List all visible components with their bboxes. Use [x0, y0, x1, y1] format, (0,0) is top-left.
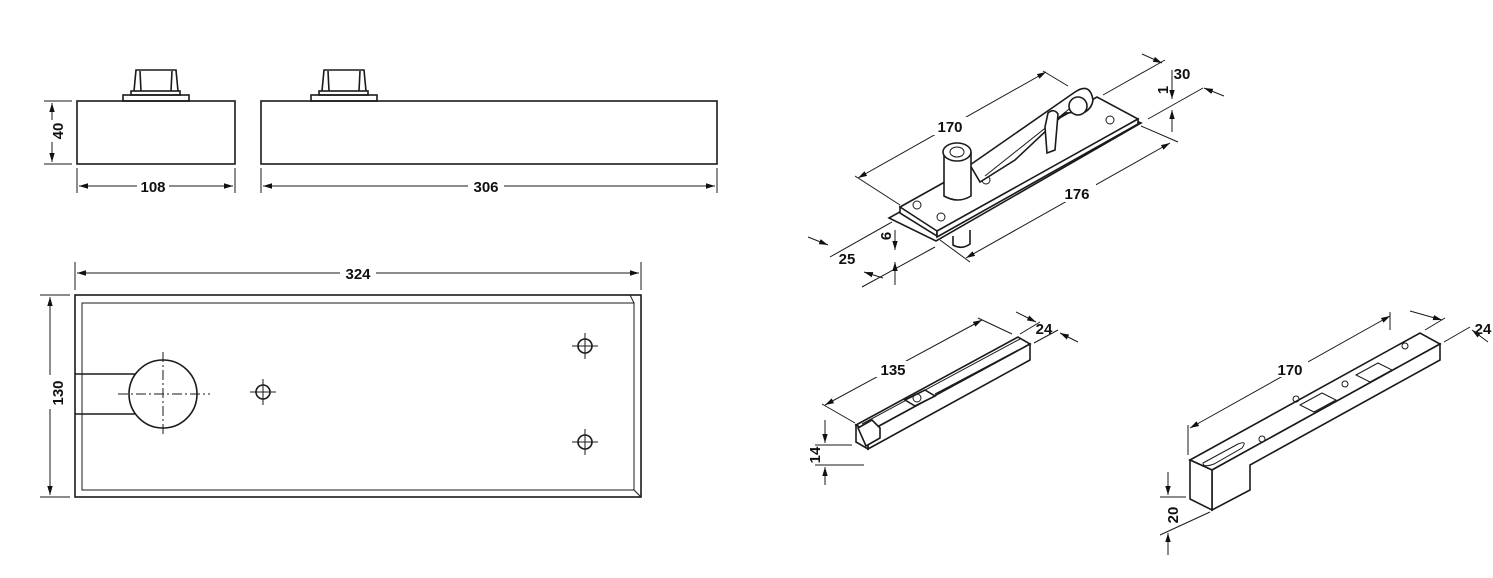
dim-bottom-pivot-height: 20	[1165, 507, 1182, 524]
mounting-hole	[250, 379, 276, 405]
dim-rail-width: 24	[1036, 321, 1053, 338]
dim-rail-length: 135	[880, 362, 905, 379]
plan-view: 324 130	[40, 262, 642, 498]
dim-plan-width: 130	[50, 380, 67, 405]
dim-side-long-length: 306	[473, 179, 498, 196]
dim-top-pivot-plate-length: 176	[1064, 186, 1089, 203]
mounting-hole	[572, 429, 598, 455]
dim-side-height: 40	[50, 123, 67, 140]
dim-top-pivot-width: 30	[1174, 66, 1191, 83]
dim-bottom-pivot-width: 24	[1475, 321, 1492, 338]
dim-top-pivot-thickness: 6	[878, 232, 895, 240]
dim-top-pivot-plate-width: 25	[839, 251, 856, 268]
mounting-hole	[572, 333, 598, 359]
bottom-pivot-isometric: 170 24 20	[1159, 310, 1492, 555]
dim-top-pivot-offset: 1	[1155, 86, 1172, 94]
dim-top-pivot-arm-length: 170	[937, 119, 962, 136]
dim-bottom-pivot-length: 170	[1277, 362, 1302, 379]
dim-rail-height: 14	[807, 446, 824, 463]
top-pivot-isometric: 170 176 30 1 25 6	[807, 53, 1225, 288]
side-view-short: 108 40	[44, 69, 236, 196]
rail-isometric: 135 24 14	[807, 311, 1079, 485]
dim-side-short-length: 108	[140, 179, 165, 196]
side-view-long: 306	[260, 69, 718, 196]
dim-plan-length: 324	[345, 266, 371, 283]
